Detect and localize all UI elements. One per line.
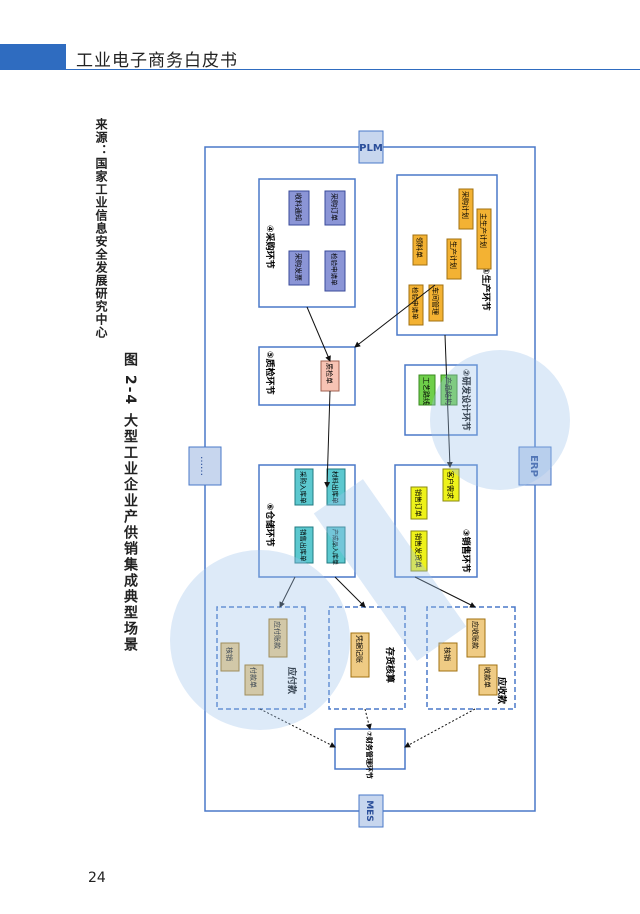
header-rule (66, 69, 640, 70)
figure-caption: 图 2-4 大型工业企业产供销集成典型场景 (122, 352, 138, 654)
node-accounts-payable: 应付账款 (273, 621, 282, 649)
section-rnd-title: ②研发设计环节 (460, 369, 472, 431)
node-purchase-plan: 采购计划 (461, 191, 470, 219)
left-tab: …… (188, 446, 222, 486)
node-receipt-voucher: 收款单 (483, 667, 492, 688)
node-material-outbound: 材料出库单 (331, 471, 340, 504)
node-master-production-plan: 主生产计划 (479, 213, 488, 248)
node-material-requisition: 领料单 (415, 237, 424, 258)
section-sales (394, 464, 478, 578)
flow-connectors (259, 284, 476, 748)
node-inspection-request-prod: 检验申请单 (411, 287, 420, 320)
section-rnd (404, 364, 478, 436)
plm-tab: PLM (358, 130, 384, 164)
node-inspection-request-proc: 检验申请单 (330, 253, 339, 286)
node-receipt-notice: 收料通知 (294, 193, 303, 221)
section-inventory (328, 606, 406, 710)
node-production-plan: 生产计划 (449, 241, 458, 269)
node-sales-order: 销售订单 (414, 489, 423, 517)
erp-label: ERP (528, 455, 539, 477)
node-purchase-inbound: 采购入库单 (299, 471, 308, 504)
page-number: 24 (88, 870, 106, 886)
figure-source-note: 来源：国家工业信息安全发展研究中心 (94, 118, 108, 339)
node-payable-writeoff: 核销 (225, 647, 234, 661)
section-procurement-title: ④采购环节 (264, 225, 276, 269)
node-product-structure: 产品结构 (444, 377, 453, 405)
section-qc-title: ⑤质检环节 (264, 351, 276, 395)
node-sales-outbound: 销售出库单 (299, 529, 308, 562)
section-inventory-title: 存货核算 (384, 647, 396, 683)
section-sales-title: ③销售环节 (460, 529, 472, 573)
plm-label: PLM (359, 143, 383, 154)
mes-tab: MES (358, 794, 384, 828)
node-sales-delivery: 销售发货单 (414, 533, 423, 568)
node-customer-demand: 客户需求 (446, 471, 455, 499)
section-warehouse-title: ⑥仓储环节 (264, 503, 276, 547)
node-qc-form: 质检单 (325, 363, 334, 384)
section-production-title: ①生产环节 (480, 267, 492, 311)
node-process-route: 工艺路线 (422, 377, 431, 405)
node-finished-goods-inbound: 产成品入库单 (331, 529, 339, 565)
section-receivable-title: 应收款 (496, 677, 508, 705)
section-warehouse (258, 464, 356, 578)
node-accounts-receivable: 应收账款 (471, 621, 480, 649)
node-purchase-invoice: 采购发票 (294, 253, 303, 281)
node-payment-voucher: 付款单 (249, 667, 258, 688)
section-finance-title: ⑦财务管理环节 (365, 731, 374, 779)
node-receivable-writeoff: 核销 (443, 647, 452, 661)
erp-tab: ERP (518, 446, 552, 486)
page-header-title: 工业电子商务白皮书 (76, 51, 238, 71)
header-accent-bar (0, 44, 66, 70)
node-voucher-posting: 凭据记账 (355, 635, 364, 663)
mes-label: MES (364, 800, 374, 822)
section-payable-title: 应付款 (286, 667, 298, 695)
node-purchase-order: 采购订单 (330, 193, 339, 221)
left-system-label: …… (198, 456, 209, 476)
node-workshop-mgmt: 车间管理 (431, 287, 440, 315)
section-production (396, 174, 498, 336)
section-qc (258, 346, 356, 406)
